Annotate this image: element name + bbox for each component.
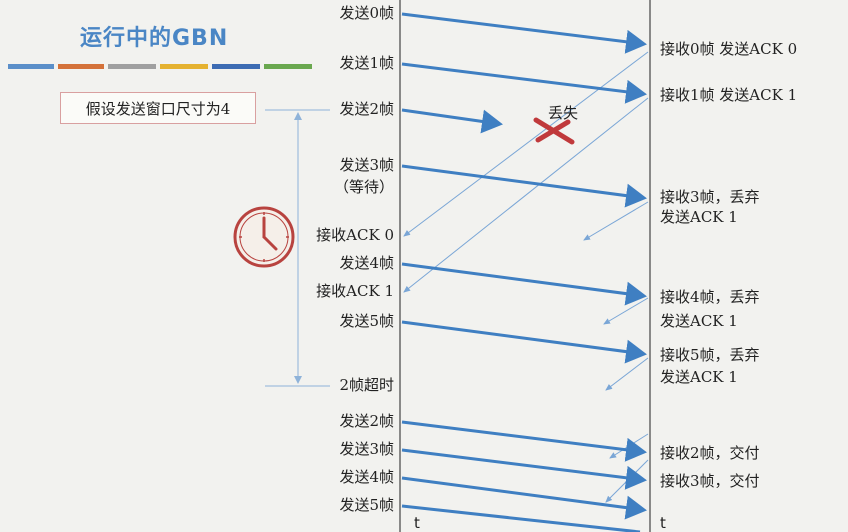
receiver-axis-label: t bbox=[660, 514, 666, 532]
ack2-line bbox=[609, 433, 649, 459]
sender-label: 发送4帧 bbox=[339, 254, 394, 272]
sender-label: （等待） bbox=[333, 178, 394, 196]
frame2-lost-arrow bbox=[401, 108, 503, 134]
sender-label: 发送4帧 bbox=[339, 468, 394, 486]
sender-label: 发送2帧 bbox=[339, 412, 394, 430]
receiver-label: 接收4帧，丢弃 bbox=[660, 288, 760, 306]
receiver-label: 发送ACK 1 bbox=[660, 312, 738, 330]
frame4-arrow bbox=[401, 262, 647, 306]
receiver-label: 接收1帧 发送ACK 1 bbox=[660, 86, 798, 104]
sender-label: 接收ACK 0 bbox=[316, 226, 394, 244]
sender-label: 发送5帧 bbox=[339, 496, 394, 514]
receiver-label: 接收2帧，交付 bbox=[660, 444, 760, 462]
color-bar-segment bbox=[8, 64, 54, 69]
receiver-label: 接收0帧 发送ACK 0 bbox=[660, 40, 798, 58]
sender-label: 发送3帧 bbox=[339, 156, 394, 174]
sender-label: 发送1帧 bbox=[339, 54, 394, 72]
frame5-resend-arrow bbox=[401, 504, 641, 532]
receiver-label: 接收3帧，交付 bbox=[660, 472, 760, 490]
color-bar-segment bbox=[160, 64, 208, 69]
ack1-line bbox=[403, 97, 649, 293]
sender-label: 接收ACK 1 bbox=[316, 282, 394, 300]
frame3-arrow bbox=[401, 164, 647, 208]
color-bar-segment bbox=[264, 64, 312, 69]
color-bar-segment bbox=[108, 64, 156, 69]
sender-label: 发送5帧 bbox=[339, 312, 394, 330]
sender-label: 发送3帧 bbox=[339, 440, 394, 458]
frame2-resend-arrow bbox=[401, 420, 647, 462]
ack1-dup-line-3 bbox=[605, 357, 649, 391]
timeout-label: 2帧超时 bbox=[339, 376, 394, 394]
lost-label: 丢失 bbox=[548, 104, 579, 122]
color-bar-segment bbox=[58, 64, 104, 69]
clock-icon bbox=[233, 206, 295, 268]
receiver-label: 接收3帧，丢弃 bbox=[660, 188, 760, 206]
sender-label: 发送2帧 bbox=[339, 100, 394, 118]
frame4-resend-arrow bbox=[401, 476, 647, 520]
receiver-label: 发送ACK 1 bbox=[660, 368, 738, 386]
ack1-dup-line-1 bbox=[583, 201, 649, 241]
receiver-label: 接收5帧，丢弃 bbox=[660, 346, 760, 364]
slide-title: 运行中的GBN bbox=[80, 26, 229, 51]
ack0-line bbox=[403, 51, 649, 237]
sender-axis-label: t bbox=[414, 514, 420, 532]
window-size-note: 假设发送窗口尺寸为4 bbox=[60, 92, 256, 124]
receiver-label: 发送ACK 1 bbox=[660, 208, 738, 226]
ack1-dup-line-2 bbox=[603, 297, 649, 325]
cross-icon bbox=[533, 117, 575, 145]
frame5-arrow bbox=[401, 320, 647, 364]
frame1-arrow bbox=[401, 62, 647, 104]
frame3-resend-arrow bbox=[401, 448, 647, 490]
color-bar-segment bbox=[212, 64, 260, 69]
sender-label: 发送0帧 bbox=[339, 4, 394, 22]
frame0-arrow bbox=[401, 12, 647, 54]
